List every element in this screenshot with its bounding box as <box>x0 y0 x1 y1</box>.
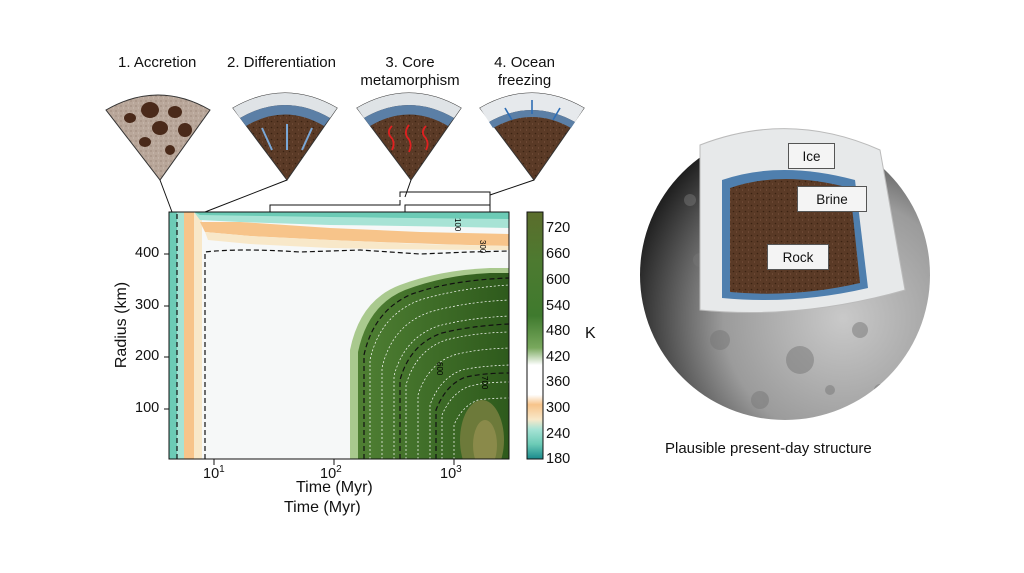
x-tick-10-3: 103 <box>440 464 462 482</box>
y-tick-200: 200 <box>135 348 160 364</box>
sphere-cutaway <box>640 128 930 420</box>
y-ticks <box>164 253 169 410</box>
stage-label-ocean-freezing: 4. Ocean freezing <box>494 54 555 89</box>
colorbar-tick-240: 240 <box>546 426 571 442</box>
colorbar <box>526 211 544 460</box>
connector-lines <box>159 179 535 213</box>
colorbar-tick-720: 720 <box>546 220 571 236</box>
y-tick-100: 100 <box>135 400 160 416</box>
colorbar-tick-480: 480 <box>546 323 571 339</box>
colorbar-tick-540: 540 <box>546 298 571 314</box>
stage-label-core-metamorphism: 3. Core metamorphism <box>360 54 460 89</box>
x-ticks <box>213 459 455 465</box>
x-tick-10-2: 102 <box>320 464 342 482</box>
colorbar-tick-360: 360 <box>546 374 571 390</box>
y-tick-400: 400 <box>135 245 160 261</box>
colorbar-tick-420: 420 <box>546 349 571 365</box>
contour-label-300: 300 <box>478 240 487 254</box>
wedge-differentiation <box>232 92 338 181</box>
wedge-ocean-freezing <box>479 92 585 181</box>
sphere-caption: Plausible present-day structure <box>665 440 872 457</box>
colorbar-unit: K <box>585 325 596 342</box>
x-axis-label-repeated: Time (Myr) <box>284 499 361 516</box>
layer-label-brine: Brine <box>797 186 867 212</box>
layer-label-ice: Ice <box>788 143 835 169</box>
contour-label-700: 700 <box>480 376 489 390</box>
plot-frame <box>168 211 510 460</box>
stage-label-differentiation: 2. Differentiation <box>227 54 336 71</box>
contour-label-top: 100 <box>453 218 462 232</box>
wedge-accretion <box>105 94 211 181</box>
x-tick-10-1: 101 <box>203 464 225 482</box>
heatmap-plot: 100 300 600 700 <box>169 212 509 459</box>
x-axis-label: Time (Myr) <box>296 479 373 496</box>
layer-label-rock: Rock <box>767 244 829 270</box>
y-tick-300: 300 <box>135 297 160 313</box>
colorbar-tick-660: 660 <box>546 246 571 262</box>
colorbar-tick-600: 600 <box>546 272 571 288</box>
contour-label-600: 600 <box>435 362 444 376</box>
colorbar-tick-300: 300 <box>546 400 571 416</box>
colorbar-tick-180: 180 <box>546 451 571 467</box>
stage-label-accretion: 1. Accretion <box>118 54 197 71</box>
y-axis-label: Radius (km) <box>113 281 130 369</box>
wedge-core-metamorphism <box>356 92 462 181</box>
